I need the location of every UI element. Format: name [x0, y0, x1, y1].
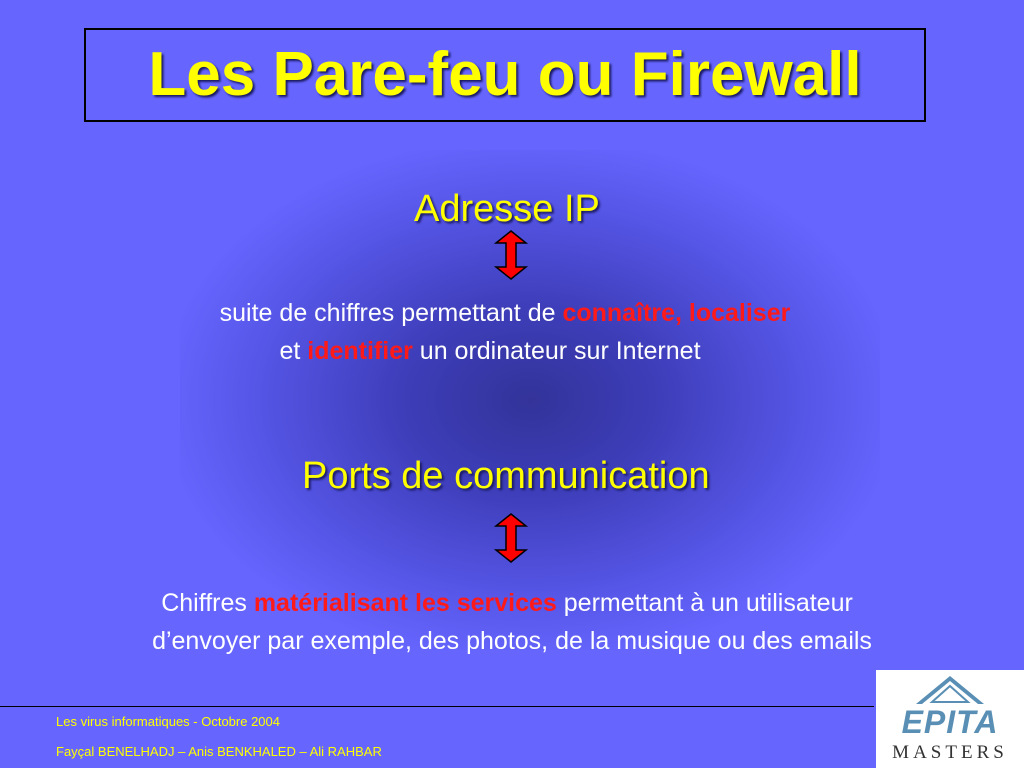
double-arrow-vertical-icon	[494, 513, 528, 563]
slide-title: Les Pare-feu ou Firewall	[148, 40, 862, 109]
footer-divider	[0, 706, 874, 707]
ports-description-line1: Chiffres matérialisant les services perm…	[0, 584, 1024, 622]
ip-text-segment: suite de chiffres permettant de	[219, 299, 563, 327]
epita-logo-icon	[916, 676, 984, 704]
double-arrow-vertical-icon	[494, 230, 528, 280]
footer-line1: Les virus informatiques - Octobre 2004	[56, 714, 280, 729]
heading-ports: Ports de communication	[302, 455, 710, 497]
ports-description-line2: d’envoyer par exemple, des photos, de la…	[152, 627, 872, 655]
logo-subtitle: MASTERS	[892, 742, 1008, 763]
heading-ip-address: Adresse IP	[414, 188, 600, 230]
ip-description-line2: et identifier un ordinateur sur Internet	[0, 332, 1010, 370]
ports-text-segment: Chiffres	[161, 589, 254, 617]
highlight-localiser: localiser	[688, 299, 791, 327]
highlight-separator: ,	[674, 299, 689, 327]
ip-text-segment: et	[279, 337, 308, 365]
footer-line2: Fayçal BENELHADJ – Anis BENKHALED – Ali …	[56, 744, 382, 759]
logo-brand: EPITA	[901, 704, 999, 740]
ip-description: suite de chiffres permettant de connaîtr…	[0, 294, 1010, 370]
ip-text-segment: un ordinateur sur Internet	[412, 337, 701, 365]
highlight-connaitre: connaître	[562, 299, 675, 327]
title-box: Les Pare-feu ou Firewall	[84, 28, 926, 122]
ports-description: Chiffres matérialisant les services perm…	[0, 584, 1024, 660]
highlight-identifier: identifier	[307, 337, 413, 365]
epita-logo: EPITA MASTERS	[876, 670, 1024, 768]
ip-description-line1: suite de chiffres permettant de connaîtr…	[0, 294, 1010, 332]
highlight-services: matérialisant les services	[253, 589, 557, 617]
ports-text-segment: permettant à un utilisateur	[556, 589, 853, 617]
